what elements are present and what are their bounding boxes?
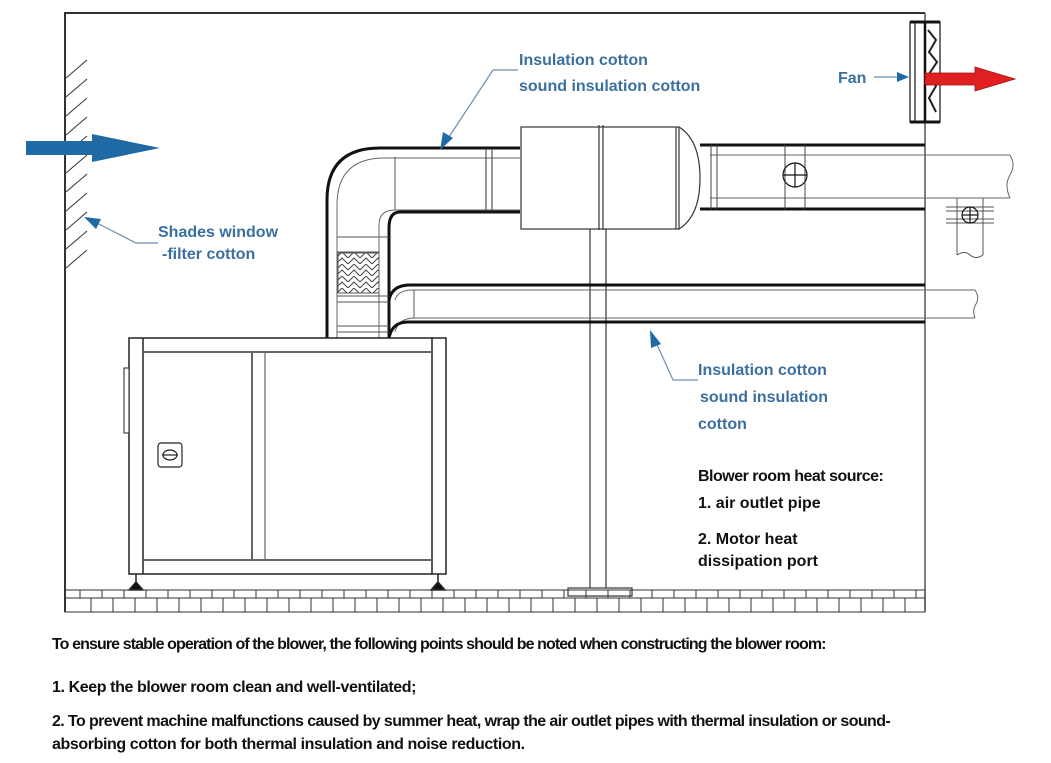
label-shades-window: Shades window -filter cotton — [158, 222, 278, 266]
note-point-1: 1. Keep the blower room clean and well-v… — [52, 679, 417, 696]
blower-cabinet — [123, 337, 447, 591]
label-line: sound insulation cotton — [519, 78, 701, 95]
pointer-arrow-icon — [897, 72, 909, 82]
inlet-arrow-icon — [26, 134, 160, 162]
upper-outlet-duct — [700, 143, 1014, 211]
label-line: cotton — [698, 416, 747, 433]
label-line: Insulation cotton — [519, 52, 648, 69]
notes-intro: To ensure stable operation of the blower… — [52, 636, 826, 653]
heat-source-item: dissipation port — [698, 553, 818, 570]
label-fan: Fan — [838, 70, 867, 87]
blower-room-diagram — [26, 12, 1017, 613]
lower-duct — [387, 283, 979, 339]
valve-icon — [782, 162, 808, 188]
pointer-arrow-icon — [440, 132, 453, 150]
note-point-2-line-2: absorbing cotton for both thermal insula… — [52, 736, 525, 753]
note-point-2-line-1: 2. To prevent machine malfunctions cause… — [52, 713, 891, 730]
exhaust-fan-icon — [909, 20, 941, 124]
label-lower-insulation: Insulation cotton sound insulation cotto… — [698, 357, 828, 438]
silencer — [520, 125, 701, 230]
label-line: Insulation cotton — [698, 362, 827, 379]
pointer-arrowheads — [84, 72, 909, 348]
heat-source-item: 1. air outlet pipe — [698, 495, 821, 512]
shades-window-hatch — [65, 59, 88, 269]
pointer-arrow-icon — [84, 217, 101, 229]
leader-lines — [94, 69, 900, 381]
motor-vent-icon — [157, 442, 183, 468]
support-column — [567, 229, 633, 597]
branch-valve-icon — [961, 206, 979, 224]
heat-source-item: 2. Motor heat — [698, 531, 798, 548]
floor — [64, 589, 926, 613]
exhaust-arrow-icon — [924, 66, 1017, 92]
heat-source-title: Blower room heat source: — [698, 468, 884, 485]
label-line: sound insulation — [700, 389, 828, 406]
label-line: -filter cotton — [162, 246, 256, 263]
label-top-insulation: Insulation cotton sound insulation cotto… — [519, 48, 700, 100]
upper-duct — [325, 146, 520, 338]
pointer-arrow-icon — [650, 330, 661, 348]
label-line: Shades window — [158, 224, 279, 241]
